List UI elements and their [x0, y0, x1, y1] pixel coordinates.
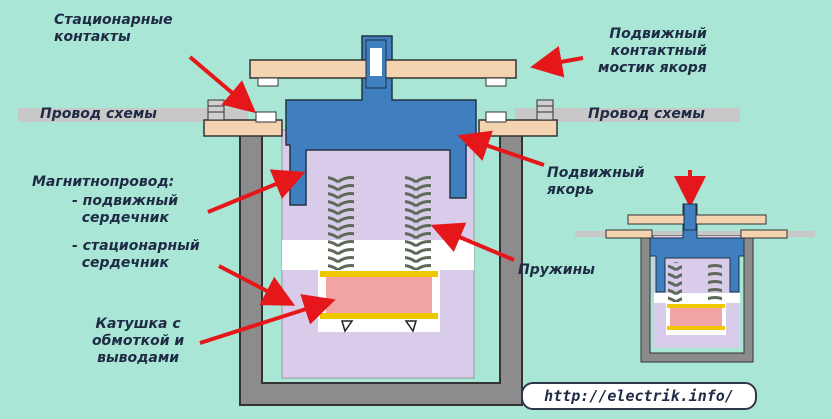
label-coil: Катушка с обмоткой и выводами: [92, 316, 185, 366]
source-url[interactable]: http://electrik.info/: [521, 382, 757, 410]
wire-right: [515, 108, 740, 122]
label-circuit-wire-left: Провод схемы: [40, 106, 157, 122]
coil-bobbin-top: [320, 271, 438, 277]
callout-arrows: [188, 46, 706, 345]
small-relay: [575, 203, 815, 363]
spring-left: [328, 175, 354, 270]
core-gap: [282, 240, 474, 270]
contact-base-right: [478, 119, 558, 137]
spring-right: [405, 175, 431, 270]
contact-base-left: [203, 119, 283, 137]
stationary-contact-left: [255, 111, 277, 123]
coil-lead-right: [404, 320, 418, 333]
label-moving-core: - подвижный сердечник: [72, 193, 179, 226]
label-circuit-wire-right: Провод схемы: [588, 106, 705, 122]
label-stationary-contacts: Стационарные контакты: [54, 12, 173, 45]
label-stationary-core: - стационарный сердечник: [72, 238, 200, 271]
wire-left: [18, 108, 248, 122]
coil-lead-left: [340, 320, 354, 333]
coil-bobbin-bottom: [320, 313, 438, 319]
screw-right-icon: [536, 99, 554, 121]
coil-winding: [326, 277, 432, 313]
label-moving-bridge: Подвижный контактный мостик якоря: [598, 26, 707, 76]
label-springs: Пружины: [518, 262, 595, 278]
stationary-contact-right: [485, 111, 507, 123]
moving-armature: [285, 35, 477, 206]
label-moving-armature: Подвижный якорь: [547, 165, 645, 198]
label-magnetic-core: Магнитнопровод:: [32, 174, 175, 190]
screw-left-icon: [207, 99, 225, 121]
